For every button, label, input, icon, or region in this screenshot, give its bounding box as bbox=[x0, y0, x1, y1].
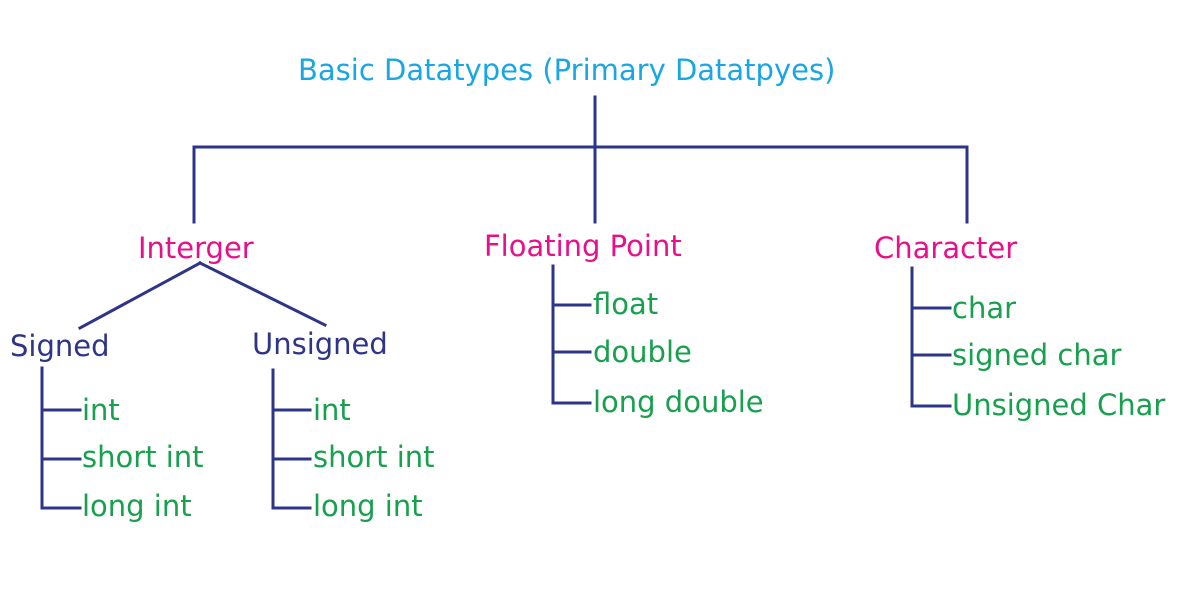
integer-to-unsigned-line bbox=[197, 260, 328, 328]
character-item: Unsigned Char bbox=[952, 388, 1166, 422]
unsigned-item: long int bbox=[313, 489, 423, 523]
unsigned-item: short int bbox=[313, 440, 435, 474]
unsigned-bracket bbox=[271, 368, 312, 510]
integer-to-signed-line bbox=[77, 260, 203, 331]
signed-item: int bbox=[82, 393, 120, 427]
floating-item: float bbox=[593, 287, 659, 321]
unsigned-item: int bbox=[313, 393, 351, 427]
floating-item: long double bbox=[593, 385, 764, 419]
character-bracket bbox=[910, 266, 952, 408]
category-character: Character bbox=[874, 231, 1018, 265]
category-integer: Interger bbox=[138, 231, 254, 265]
character-item: signed char bbox=[952, 338, 1122, 372]
floating-bracket bbox=[551, 264, 592, 405]
category-floating-point: Floating Point bbox=[484, 229, 682, 263]
floating-item: double bbox=[593, 335, 692, 369]
root-title: Basic Datatypes (Primary Datatpyes) bbox=[298, 53, 836, 87]
subcategory-signed: Signed bbox=[10, 329, 110, 363]
signed-item: short int bbox=[82, 440, 204, 474]
signed-item: long int bbox=[82, 489, 192, 523]
subcategory-unsigned: Unsigned bbox=[252, 327, 388, 361]
signed-bracket bbox=[40, 366, 82, 510]
character-item: char bbox=[952, 291, 1017, 325]
